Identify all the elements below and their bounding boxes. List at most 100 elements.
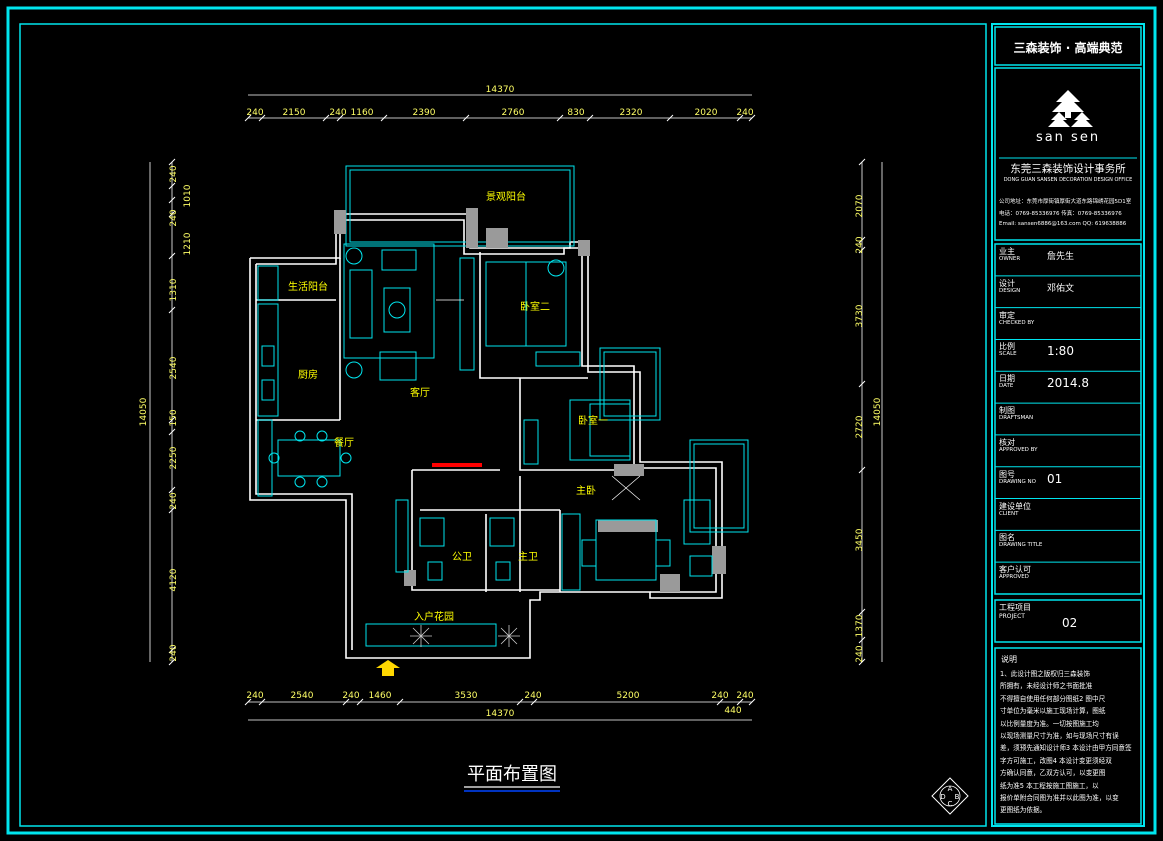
row-value: 邓佑文 (1047, 283, 1075, 294)
dim-bottom-total: 14370 (486, 709, 515, 719)
dimension-tick (530, 698, 538, 706)
dimension-tick (858, 608, 866, 616)
dim-top-seg: 240 (246, 108, 263, 118)
dim-top-seg: 240 (329, 108, 346, 118)
dimension-tick (168, 182, 176, 190)
row-label-cn: 核对 (999, 437, 1015, 447)
dim-top-seg: 830 (567, 108, 584, 118)
dimension-tick (342, 698, 350, 706)
dimension-tick (168, 306, 176, 314)
dim-left-seg: 240 (169, 209, 179, 226)
dimension-tick (736, 114, 744, 122)
dim-left-seg: 4120 (169, 568, 179, 591)
room-label: 公卫 (452, 552, 472, 563)
dim-bottom-seg: 240 (342, 691, 359, 701)
dim-bottom-seg: 3530 (455, 691, 478, 701)
dimension-tick (858, 636, 866, 644)
dimension-tick (168, 252, 176, 260)
dimension-tick (858, 236, 866, 244)
row-label-en: DRAFTSMAN (999, 415, 1034, 422)
row-label-en: CLIENT (999, 510, 1019, 517)
note-line: 差，须预先通知设计师3 本设计由甲方同意签 (1000, 744, 1132, 753)
dim-bottom-extra: 440 (724, 706, 741, 716)
title-block-row-lines (995, 275, 1141, 563)
dimension-tick (396, 698, 404, 706)
floor-plan-walls (249, 213, 723, 659)
dimension-tick (858, 380, 866, 388)
dim-bottom-seg: 240 (524, 691, 541, 701)
dim-bottom-seg: 2540 (291, 691, 314, 701)
company-email: Email: sansen6886@163.com QQ: 619638886 (999, 221, 1127, 227)
dimension-tick (168, 196, 176, 204)
plants (410, 625, 520, 647)
tree-icon (1052, 90, 1084, 118)
notes-title: 说明 (1001, 655, 1017, 664)
room-label: 卧室二 (520, 300, 550, 313)
dim-top-seg: 2320 (620, 108, 643, 118)
tree-icon (1071, 112, 1093, 127)
dimension-tick (716, 698, 724, 706)
company-address: 公司地址：东莞市厚街镇厚街大道东路锦绣花园5D1室 (999, 199, 1132, 205)
note-line: 纸为准5 本工程按施工图施工，以 (1000, 781, 1099, 790)
notes-body: 1、此设计图之版权归三森装饰所拥有，未经设计师之书面批准不得擅自使用任何部分图纸… (1000, 668, 1140, 817)
row-label-en: CHECKED BY (999, 319, 1035, 326)
row-label-en: DRAWING NO (999, 478, 1036, 485)
compass-icon: A B C D (931, 777, 969, 815)
row-label-cn: 比例 (999, 342, 1015, 352)
dim-left-seg: 240 (169, 165, 179, 182)
dim-left-seg: 1310 (169, 278, 179, 301)
dim-top-seg: 2020 (695, 108, 718, 118)
dim-left-seg: 240 (169, 644, 179, 661)
dim-right-seg: 240 (855, 645, 865, 662)
company-phone: 电话：0769-85336976 传真：0769-85336976 (999, 211, 1122, 217)
dimension-lines (149, 94, 883, 721)
dimension-tick (168, 506, 176, 514)
room-label: 景观阳台 (486, 190, 526, 203)
plant-icon (498, 625, 520, 647)
dimension-tick (168, 658, 176, 666)
note-line: 更图纸为依据。 (1000, 806, 1047, 815)
dim-top-seg: 240 (736, 108, 753, 118)
row-label-en: SCALE (999, 351, 1017, 358)
dimension-tick (244, 698, 252, 706)
row-label-en: DRAWING TITLE (999, 542, 1043, 549)
dimension-tick (168, 158, 176, 166)
company-name: 东莞三森装饰设计事务所 (1010, 163, 1126, 175)
drawing-frame (19, 23, 987, 827)
drawing-title: 平面布置图 (467, 764, 557, 785)
row-value: 01 (1047, 471, 1063, 486)
room-label: 厨房 (298, 368, 318, 381)
tree-icon (1048, 112, 1070, 127)
dim-bottom-seg: 240 (711, 691, 728, 701)
note-line: 所拥有，未经设计师之书面批准 (1000, 682, 1093, 691)
dimension-text: 14370 14370 440 14050 14050 240 2150 240… (139, 85, 883, 719)
row-label-cn: 图名 (999, 533, 1015, 543)
dim-right-seg: 2720 (855, 415, 865, 438)
dim-right-total: 14050 (873, 397, 883, 426)
row-value: 2014.8 (1047, 376, 1089, 391)
furniture (257, 243, 713, 647)
dim-right-seg: 3730 (855, 304, 865, 327)
company-name-en: DONG GUAN SANSEN DECORATION DESIGN OFFIC… (1003, 177, 1133, 183)
dim-bottom-seg: 240 (246, 691, 263, 701)
room-label: 生活阳台 (288, 280, 328, 293)
note-line: 以比例量度为准。一切按图施工均 (1000, 719, 1099, 728)
dimension-tick (168, 210, 176, 218)
compass-letter: A (948, 785, 953, 793)
compass-letter: B (955, 793, 960, 801)
dim-bottom-seg: 240 (736, 691, 753, 701)
dimension-tick (736, 698, 744, 706)
dimension-tick (858, 158, 866, 166)
dim-right-seg: 3450 (855, 528, 865, 551)
note-line: 方确认同意，乙双方认可，以变更图 (1000, 769, 1106, 778)
room-label: 入户花园 (414, 610, 454, 623)
